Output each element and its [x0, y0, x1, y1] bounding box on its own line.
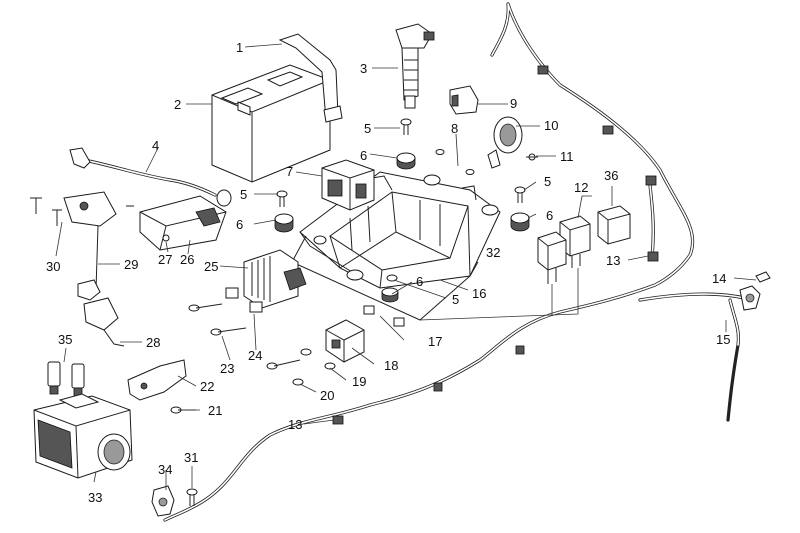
valve-35a — [47, 361, 61, 395]
leader-lines — [55, 43, 757, 490]
grommet-6c — [510, 212, 530, 232]
callout-11: 11 — [560, 149, 574, 164]
callout-24: 24 — [248, 348, 262, 363]
callout-5-c: 5 — [544, 174, 551, 189]
screw-5a — [400, 118, 412, 135]
callout-6-d: 6 — [416, 274, 423, 289]
callout-23: 23 — [220, 361, 234, 376]
callout-22: 22 — [200, 379, 214, 394]
callout-10: 10 — [544, 118, 558, 133]
relay-12 — [559, 215, 591, 268]
bolt-23a — [188, 303, 223, 312]
washer-19 — [300, 348, 336, 370]
callout-29: 29 — [124, 257, 138, 272]
callout-4: 4 — [152, 138, 159, 153]
callout-18: 18 — [384, 358, 398, 373]
bolt-31 — [186, 488, 198, 506]
valve-35b — [71, 363, 85, 397]
callout-35: 35 — [58, 332, 72, 347]
callout-3: 3 — [360, 61, 367, 76]
callout-8: 8 — [451, 121, 458, 136]
battery-strap — [278, 33, 343, 123]
callout-34: 34 — [158, 462, 172, 477]
callout-5-a: 5 — [364, 121, 371, 136]
callout-13-a: 13 — [606, 253, 620, 268]
callout-25: 25 — [204, 259, 218, 274]
sensor-module-9 — [449, 85, 479, 115]
battery-cable — [69, 147, 232, 207]
screw-5b — [276, 190, 288, 207]
screw-17 — [363, 305, 405, 327]
screw-5d — [386, 274, 398, 282]
bracket-22 — [127, 359, 187, 401]
callout-6-b: 6 — [236, 217, 243, 232]
wheel-speed-sensor-front — [739, 271, 771, 311]
callout-31: 31 — [184, 450, 198, 465]
relay-7 — [321, 159, 375, 211]
callout-15: 15 — [716, 332, 730, 347]
battery — [211, 64, 331, 183]
horn — [487, 116, 523, 169]
callout-6-a: 6 — [360, 148, 367, 163]
grommet-6b — [274, 213, 294, 233]
abs-unit — [33, 393, 133, 479]
grommet-6d — [381, 287, 399, 303]
bolt-20 — [266, 359, 304, 386]
ecu-26 — [139, 195, 227, 251]
callout-28: 28 — [146, 335, 160, 350]
bolt-23b — [210, 327, 247, 336]
callout-21: 21 — [208, 403, 222, 418]
callout-19: 19 — [352, 374, 366, 389]
relay-18 — [325, 319, 365, 363]
callout-16: 16 — [472, 286, 486, 301]
ignition-coil — [395, 23, 435, 109]
callout-32: 32 — [486, 245, 500, 260]
wiring-harness — [163, 2, 747, 522]
nut-24a — [225, 287, 239, 299]
callout-12: 12 — [574, 180, 588, 195]
callout-numbers: 1 2 3 4 5 5 5 5 6 6 6 6 7 8 9 10 11 12 1… — [46, 40, 730, 505]
callout-30: 30 — [46, 259, 60, 274]
callout-17: 17 — [428, 334, 442, 349]
callout-9: 9 — [510, 96, 517, 111]
sensor-29 — [77, 225, 125, 347]
callout-1: 1 — [236, 40, 243, 55]
regulator-25 — [243, 249, 307, 309]
callout-36: 36 — [604, 168, 618, 183]
callout-6-c: 6 — [546, 208, 553, 223]
callout-26: 26 — [180, 252, 194, 267]
nut-24b — [249, 301, 263, 313]
screw-8 — [435, 149, 475, 175]
callout-5-d: 5 — [452, 292, 459, 307]
callout-20: 20 — [320, 388, 334, 403]
bolt-11 — [526, 153, 538, 161]
grommet-6a — [396, 152, 416, 170]
callout-5-b: 5 — [240, 187, 247, 202]
wheel-speed-sensor-rear — [151, 485, 175, 517]
relay-32 — [537, 231, 567, 284]
bracket-30 — [30, 191, 134, 227]
callout-7: 7 — [286, 164, 293, 179]
callout-13-b: 13 — [288, 417, 302, 432]
callout-33: 33 — [88, 490, 102, 505]
screw-5c — [514, 186, 526, 203]
callout-27: 27 — [158, 252, 172, 267]
callout-14: 14 — [712, 271, 726, 286]
callout-2: 2 — [174, 97, 181, 112]
relay-36 — [597, 205, 631, 245]
